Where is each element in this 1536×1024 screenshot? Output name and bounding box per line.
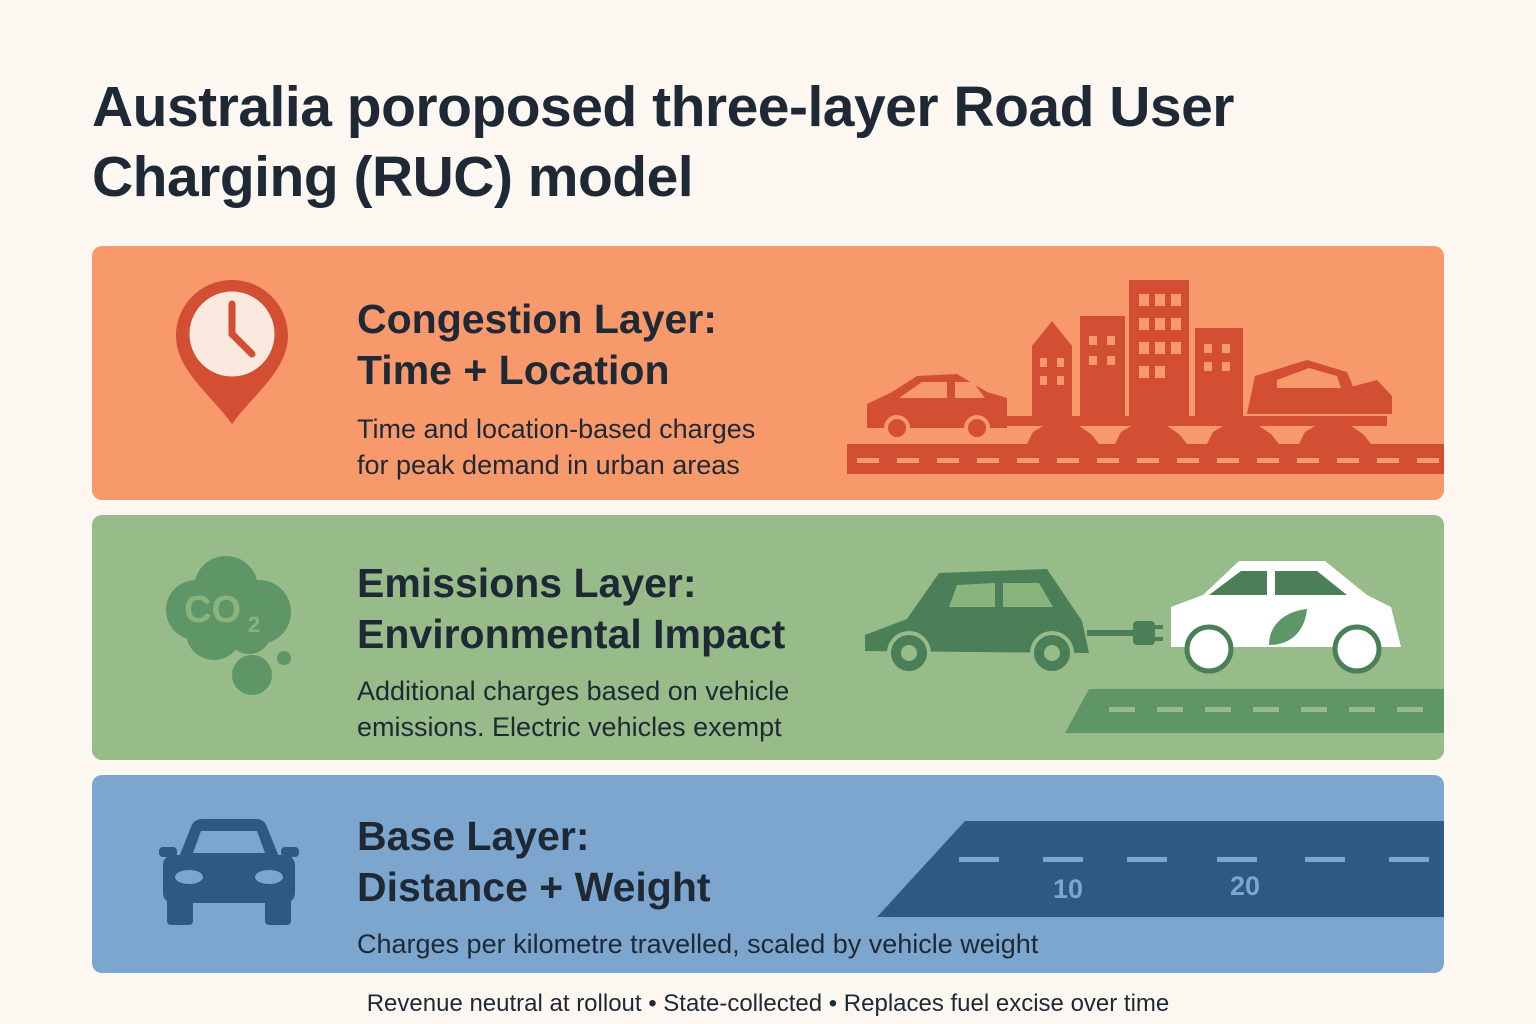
base-description: Charges per kilometre travelled, scaled … <box>357 929 1039 959</box>
city-traffic-illustration <box>847 276 1444 481</box>
electric-car-plug-illustration <box>857 555 1444 750</box>
road-marker-10: 10 <box>1052 874 1084 904</box>
leaf-icon <box>1269 609 1307 645</box>
congestion-description: Time and location-based charges for peak… <box>357 414 756 480</box>
emissions-heading: Emissions Layer: Environmental Impact <box>357 560 786 657</box>
page-title: Australia poroposed three-layer Road Use… <box>92 75 1235 209</box>
base-heading: Base Layer: Distance + Weight <box>357 813 711 910</box>
base-layer-panel: Base Layer: Distance + Weight Charges pe… <box>92 775 1444 973</box>
co2-cloud-icon: CO 2 <box>154 550 299 700</box>
footer-note: Revenue neutral at rollout • State-colle… <box>366 990 1170 1017</box>
congestion-heading: Congestion Layer: Time + Location <box>357 296 717 393</box>
co2-text: CO <box>184 589 241 631</box>
emissions-description: Additional charges based on vehicle emis… <box>357 676 790 742</box>
co2-subscript: 2 <box>248 612 260 637</box>
car-front-icon <box>157 817 302 932</box>
road-marker-20: 20 <box>1229 871 1261 901</box>
clock-location-pin-icon <box>172 276 292 433</box>
emissions-layer-panel: CO 2 Emissions Layer: Environmental Impa… <box>92 515 1444 760</box>
congestion-layer-panel: Congestion Layer: Time + Location Time a… <box>92 246 1444 500</box>
road-distance-illustration: 10 20 <box>877 819 1444 924</box>
